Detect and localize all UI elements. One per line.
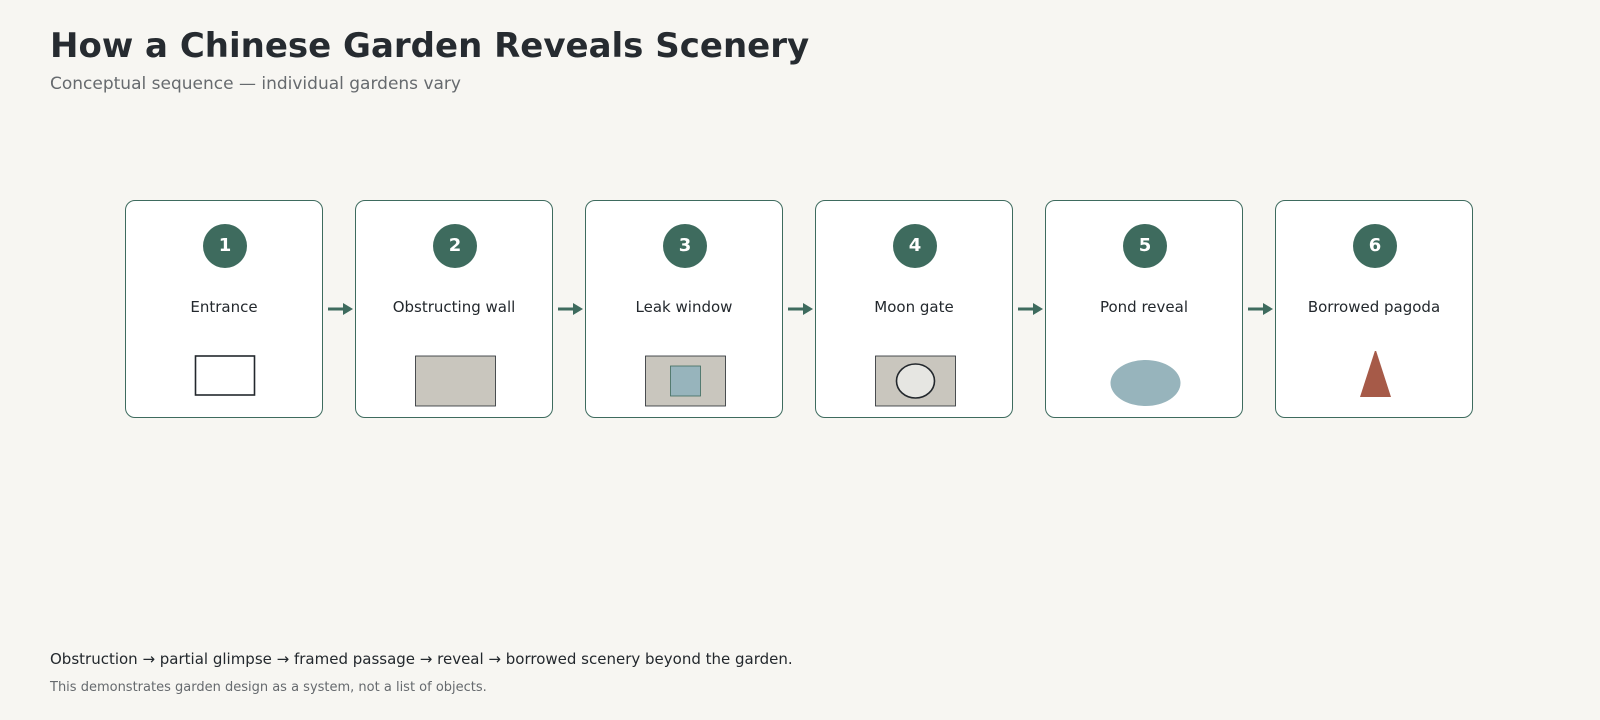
wall-icon [415, 355, 496, 407]
arrow-right-icon [1018, 303, 1043, 315]
step-label: Moon gate [874, 298, 954, 316]
pond-icon [1110, 360, 1181, 406]
step-label: Pond reveal [1099, 298, 1188, 316]
step-label: Leak window [635, 298, 733, 316]
leak-window-icon [645, 355, 726, 407]
step-number-badge: 3 [663, 224, 707, 268]
step-card-borrowed-pagoda: 6 Borrowed pagoda [1275, 200, 1473, 418]
moon-gate-icon [875, 355, 956, 407]
page-title: How a Chinese Garden Reveals Scenery [50, 26, 810, 66]
arrow-right-icon [1248, 303, 1273, 315]
step-label: Entrance [190, 298, 258, 316]
step-label: Obstructing wall [392, 298, 516, 316]
sequence-summary: Obstruction → partial glimpse → framed p… [50, 650, 793, 668]
entrance-frame-icon [194, 355, 256, 396]
step-number-badge: 6 [1353, 224, 1397, 268]
step-number-badge: 5 [1123, 224, 1167, 268]
sequence-flow: 1 Entrance 2 Obstructing wall 3 Leak win… [125, 200, 1475, 422]
step-number-badge: 1 [203, 224, 247, 268]
page-subtitle: Conceptual sequence — individual gardens… [50, 74, 461, 94]
step-card-obstructing-wall: 2 Obstructing wall [355, 200, 553, 418]
step-card-pond-reveal: 5 Pond reveal [1045, 200, 1243, 418]
step-label: Borrowed pagoda [1307, 298, 1441, 316]
step-card-leak-window: 3 Leak window [585, 200, 783, 418]
footnote: This demonstrates garden design as a sys… [50, 680, 487, 695]
arrow-right-icon [328, 303, 353, 315]
step-number-badge: 4 [893, 224, 937, 268]
step-card-entrance: 1 Entrance [125, 200, 323, 418]
pagoda-icon [1360, 351, 1391, 397]
arrow-right-icon [788, 303, 813, 315]
step-card-moon-gate: 4 Moon gate [815, 200, 1013, 418]
step-number-badge: 2 [433, 224, 477, 268]
arrow-right-icon [558, 303, 583, 315]
